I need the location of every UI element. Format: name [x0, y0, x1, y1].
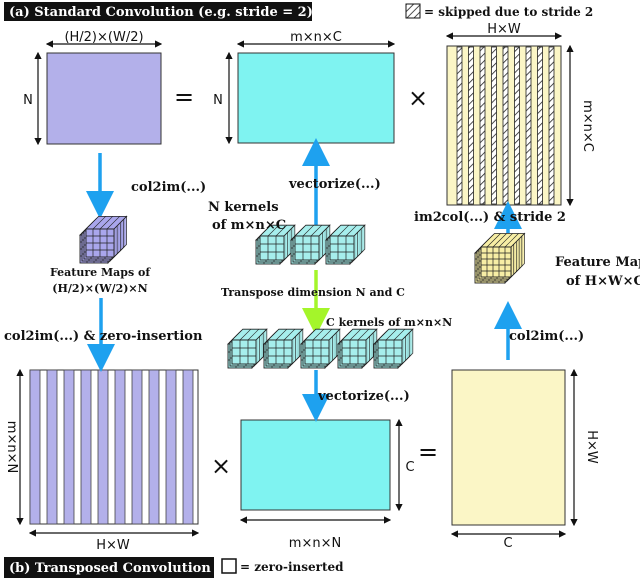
- n-kernels-cubes: [255, 224, 366, 265]
- data-column: [148, 369, 160, 525]
- cube-icon: [341, 328, 378, 365]
- feature-maps-a-cube: [79, 215, 128, 264]
- legend-skipped: = skipped due to stride 2: [405, 3, 593, 19]
- cube-icon: [294, 224, 331, 261]
- label-feature-maps-a-2: (H/2)×(W/2)×N: [52, 282, 147, 295]
- label-feature-maps-b-1: Feature Maps: [555, 255, 640, 270]
- hatch-swatch: [405, 3, 421, 19]
- feature-maps-b-cube: [474, 232, 526, 284]
- data-column: [80, 369, 92, 525]
- section-b-text: (b) Transposed Convolution: [9, 561, 211, 576]
- label-feature-maps-a-1: Feature Maps of: [50, 266, 151, 279]
- dim-label: N: [23, 93, 33, 108]
- kernel-matrix-b: [240, 419, 391, 511]
- section-a-label: (a) Standard Convolution (e.g. stride = …: [4, 2, 313, 21]
- label-im2col-stride: im2col(...) & stride 2: [414, 210, 566, 225]
- cube-icon: [304, 328, 341, 365]
- dim-label: m×n×C: [580, 100, 595, 152]
- section-b-label: (b) Transposed Convolution: [4, 557, 214, 578]
- data-column: [114, 369, 126, 525]
- skipped-column: [479, 46, 486, 205]
- data-column: [63, 369, 75, 525]
- output-matrix-b: [451, 369, 566, 526]
- label-col2im-a: col2im(...): [131, 180, 206, 195]
- input-matrix-b: [29, 369, 199, 525]
- skipped-column: [548, 46, 555, 205]
- dim-label: m×n×N: [4, 421, 19, 473]
- dim-label: H×W: [487, 22, 521, 37]
- dim-label: H×W: [96, 538, 130, 553]
- cube-icon: [267, 328, 304, 365]
- cube-icon: [480, 232, 526, 278]
- cube-icon: [259, 224, 296, 261]
- dim-label: (H/2)×(W/2): [64, 30, 143, 45]
- cube-icon: [231, 328, 268, 365]
- label-n-kernels-2: of m×n×C: [212, 218, 286, 233]
- legend-zero: = zero-inserted: [221, 558, 344, 574]
- zero-swatch: [221, 558, 237, 574]
- cube-icon: [85, 215, 128, 258]
- legend-skipped-text: = skipped due to stride 2: [424, 5, 593, 19]
- dim-label: H×W: [584, 430, 599, 464]
- skipped-column: [456, 46, 463, 205]
- kernel-matrix-a: [237, 52, 395, 144]
- skipped-column: [537, 46, 543, 205]
- skipped-column: [514, 46, 520, 205]
- label-n-kernels-1: N kernels: [208, 200, 279, 215]
- times-sign: ×: [211, 452, 231, 480]
- label-c-kernels: C kernels of m×n×N: [326, 316, 452, 329]
- skipped-column: [525, 46, 532, 205]
- dim-label: C: [405, 460, 414, 475]
- cube-icon: [377, 328, 414, 365]
- label-vectorize-a: vectorize(...): [288, 177, 381, 192]
- label-feature-maps-b-2: of H×W×C: [566, 274, 640, 289]
- data-column: [97, 369, 109, 525]
- data-column: [165, 369, 177, 525]
- label-col2im-zero: col2im(...) & zero-insertion: [4, 329, 203, 344]
- data-column: [182, 369, 194, 525]
- times-sign: ×: [408, 84, 428, 112]
- dim-label: m×n×N: [289, 536, 341, 551]
- c-kernels-cubes: [227, 328, 414, 369]
- equals-sign: =: [174, 83, 194, 111]
- label-col2im-b: col2im(...): [509, 329, 584, 344]
- dim-label: C: [503, 536, 512, 551]
- data-column: [29, 369, 41, 525]
- skipped-column: [491, 46, 497, 205]
- skipped-column: [468, 46, 474, 205]
- section-a-text: (a) Standard Convolution (e.g. stride = …: [9, 5, 313, 20]
- equals-sign: =: [418, 438, 438, 466]
- cube-icon: [329, 224, 366, 261]
- dim-label: N: [213, 93, 223, 108]
- legend-zero-text: = zero-inserted: [240, 560, 344, 574]
- label-vectorize-b: vectorize(...): [317, 389, 410, 404]
- label-transpose: Transpose dimension N and C: [221, 286, 405, 299]
- output-matrix-a: [46, 52, 162, 145]
- skipped-column: [502, 46, 509, 205]
- data-column: [46, 369, 58, 525]
- dim-label: m×n×C: [290, 30, 342, 45]
- im2col-matrix-a: [446, 45, 562, 206]
- data-column: [131, 369, 143, 525]
